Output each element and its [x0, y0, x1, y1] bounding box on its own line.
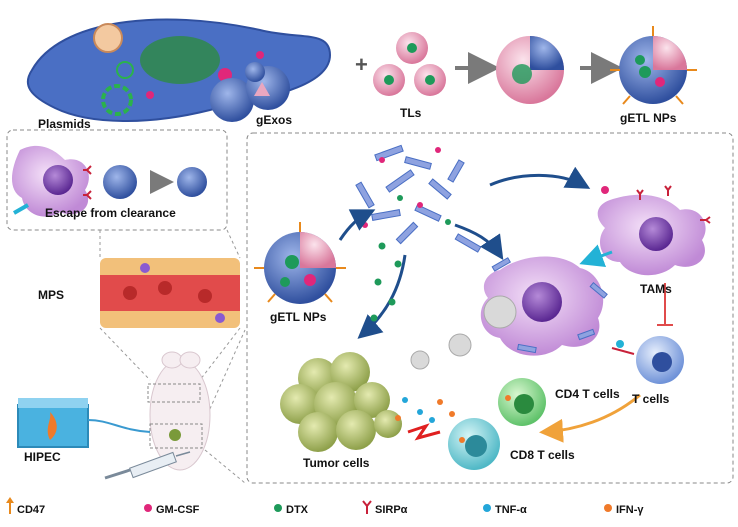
- syringe: [104, 451, 191, 480]
- legend-ifn-icon: [604, 504, 612, 512]
- label-tumor: Tumor cells: [303, 456, 370, 470]
- legend-cd47: CD47: [17, 504, 46, 516]
- macrophage-small: [12, 145, 92, 217]
- label-plasmids: Plasmids: [38, 117, 91, 131]
- getl-np-escape-2: [177, 167, 207, 197]
- tumor-mass: [280, 352, 402, 452]
- cd4-t-cell: [498, 378, 546, 426]
- legend-gmcsf-icon: [144, 504, 152, 512]
- tl-liposomes: [373, 32, 446, 96]
- legend-ifn: IFN-γ: [616, 504, 644, 516]
- activation-arrow: [539, 393, 641, 443]
- release-arrow-mid: [454, 223, 504, 260]
- tumor-debris-3: [410, 350, 430, 370]
- zoom-lines: [99, 229, 246, 484]
- mouse-silhouette: [147, 351, 211, 471]
- t-cell: [611, 336, 684, 384]
- plasmid-icon: [101, 84, 133, 116]
- legend-cd47-icon: [6, 497, 14, 514]
- label-t-cells: T cells: [632, 392, 670, 406]
- label-cd8: CD8 T cells: [510, 448, 575, 462]
- legend-tnf-icon: [483, 504, 491, 512]
- legend-dtx: DTX: [286, 504, 308, 516]
- fusing-particle: [496, 36, 564, 104]
- label-tls: TLs: [400, 106, 422, 120]
- label-tams: TAMs: [640, 282, 672, 296]
- legend-sirpa-icon: [362, 500, 372, 514]
- label-hipec: HIPEC: [24, 450, 61, 464]
- gmcsf-dot: [601, 186, 609, 194]
- label-escape: Escape from clearance: [45, 206, 176, 220]
- killing-bolt: [407, 423, 441, 441]
- getl-np-top: [610, 26, 697, 105]
- tumor-debris-1: [483, 295, 517, 329]
- gexo-particles: [210, 62, 290, 122]
- producer-cell: [26, 18, 332, 122]
- plus-sign: +: [355, 52, 368, 77]
- hipec-device: [17, 398, 151, 448]
- cd8-t-cell: [448, 418, 500, 470]
- uptake-arrow: [338, 209, 376, 241]
- legend-symbols: [6, 497, 612, 514]
- release-arrow-top: [489, 166, 591, 189]
- legend-dtx-icon: [274, 504, 282, 512]
- label-cd4: CD4 T cells: [555, 387, 620, 401]
- tam-macrophage: [597, 185, 711, 276]
- label-gexos: gExos: [256, 113, 293, 127]
- label-getl-nps-mid: gETL NPs: [270, 310, 327, 324]
- dtx-dots: [370, 242, 402, 322]
- getl-np-mid: [254, 222, 346, 304]
- blood-vessel: [100, 258, 240, 328]
- legend-tnf: TNF-α: [495, 504, 527, 516]
- tme-panel: [246, 132, 734, 484]
- tumor-debris-2: [448, 333, 472, 357]
- disassembled-fragments: [355, 144, 482, 253]
- dendritic-cell: [480, 256, 608, 356]
- label-mps: MPS: [38, 288, 65, 302]
- getl-np-escape-1: [103, 165, 137, 199]
- polarization-arrow: [579, 244, 613, 268]
- escape-panel: [6, 129, 228, 231]
- label-getl-nps-top: gETL NPs: [620, 111, 677, 125]
- legend-sirpa: SIRPα: [375, 504, 408, 516]
- legend-gmcsf: GM-CSF: [156, 504, 200, 516]
- cytokine-dots: [395, 397, 455, 423]
